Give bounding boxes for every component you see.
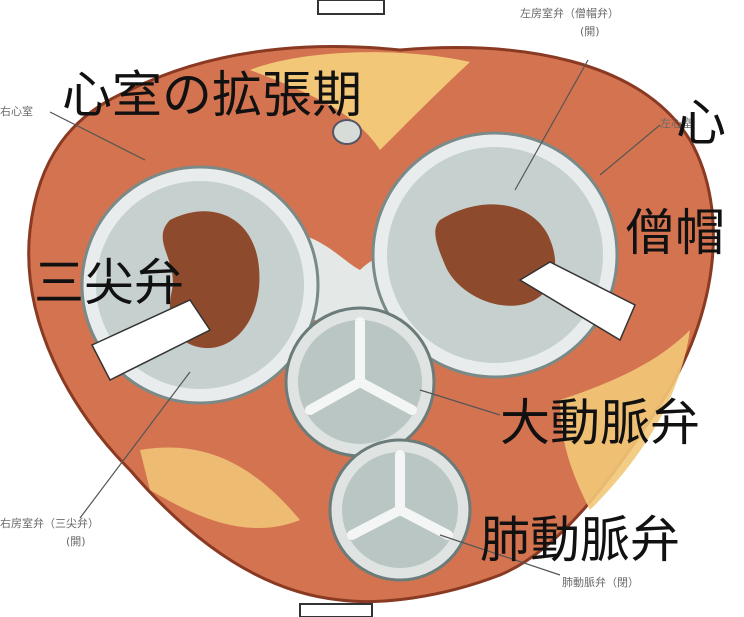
label-pulmonary-small: 肺動脈弁（閉） xyxy=(562,577,639,589)
frame-tab-bottom xyxy=(300,604,372,617)
title-label: 心室の拡張期 xyxy=(62,70,362,120)
tricuspid-label: 三尖弁 xyxy=(34,258,184,308)
label-bottom-left-valve: 右房室弁（三尖弁） xyxy=(0,518,99,530)
label-right-ventricle: 右心室 xyxy=(0,106,33,118)
pulmonary-label: 肺動脈弁 xyxy=(480,515,680,565)
title-right-cut-label: 心 xyxy=(676,98,726,148)
label-top-valve-state: (開) xyxy=(580,26,600,38)
mitral-label: 僧帽 xyxy=(625,208,725,258)
aortic-label: 大動脈弁 xyxy=(500,398,700,448)
frame-tab-top xyxy=(318,0,384,14)
label-bottom-left-state: (開) xyxy=(66,536,86,548)
label-top-valve: 左房室弁（僧帽弁） xyxy=(520,8,619,20)
